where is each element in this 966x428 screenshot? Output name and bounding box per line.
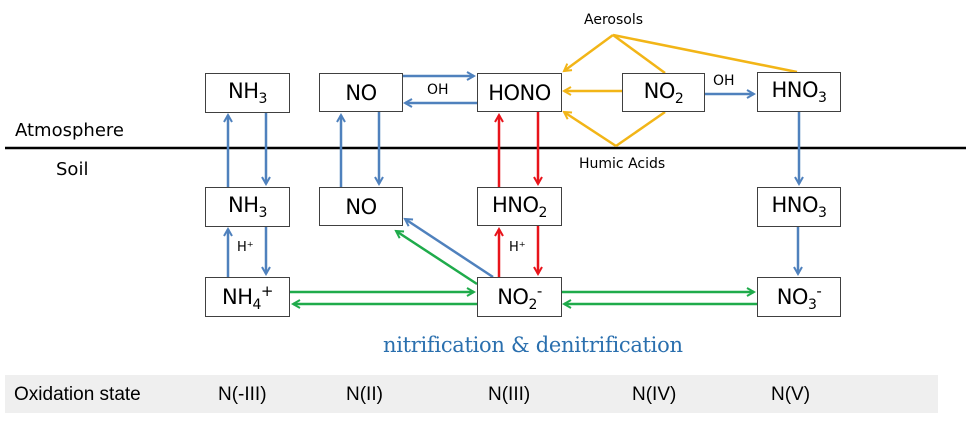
species-formula: NO2-	[497, 281, 542, 313]
species-formula: NH4+	[222, 281, 274, 313]
arrow-humic-to-hono	[564, 112, 617, 148]
species-box-no3-minus: NO3-	[757, 277, 841, 317]
oh-label-no2-hno3: OH	[713, 73, 735, 89]
species-formula: HNO3	[771, 193, 827, 221]
aerosols-label: Aerosols	[584, 12, 644, 28]
oxidation-state-value: N(V)	[771, 384, 811, 405]
oxidation-state-value: N(II)	[346, 384, 383, 405]
oxidation-state-value: N(III)	[488, 384, 531, 405]
species-formula: NO	[345, 80, 377, 105]
species-box-no2-minus: NO2-	[477, 277, 562, 317]
atmosphere-label: Atmosphere	[15, 120, 124, 141]
species-box-atm-nh3: NH3	[205, 73, 290, 113]
oxidation-state-value: N(-III)	[218, 384, 267, 405]
species-box-atm-hono: HONO	[477, 73, 562, 112]
species-formula: NH3	[228, 193, 267, 221]
oxidation-state-title: Oxidation state	[14, 384, 141, 405]
arrow-aerosols-to-hono	[564, 33, 614, 71]
nitrification-caption: nitrification & denitrification	[383, 333, 683, 357]
aerosols-hno3-path	[612, 33, 798, 74]
species-box-soil-hno3: HNO3	[757, 187, 841, 227]
arrow-no2m-to-no-blue	[405, 219, 494, 279]
oxidation-state-bar	[5, 375, 938, 413]
h-plus-label-nh: H⁺	[237, 240, 254, 255]
species-box-atm-no: NO	[319, 73, 403, 112]
species-box-atm-hno3: HNO3	[757, 72, 841, 112]
species-box-nh4-plus: NH4+	[205, 277, 290, 317]
species-formula: HONO	[488, 80, 551, 105]
oxidation-state-value: N(IV)	[632, 384, 677, 405]
humic-no2-path	[615, 110, 666, 148]
species-formula: HNO3	[771, 78, 827, 106]
species-formula: HNO2	[492, 192, 547, 221]
soil-label: Soil	[56, 159, 89, 180]
arrow-no2m-to-no-green	[396, 231, 478, 286]
species-formula: NO2	[643, 78, 684, 107]
species-formula: NO	[345, 194, 377, 219]
species-formula: NH3	[228, 79, 267, 107]
species-box-soil-hno2: HNO2	[477, 187, 562, 226]
species-box-atm-no2: NO2	[622, 73, 705, 112]
aerosols-no2-path	[612, 33, 666, 75]
species-box-soil-no: NO	[319, 187, 403, 226]
humic-acids-label: Humic Acids	[579, 156, 666, 172]
species-formula: NO3-	[776, 281, 822, 313]
oh-label-no-hono: OH	[427, 82, 449, 98]
h-plus-label-hno2: H⁺	[509, 240, 526, 255]
species-box-soil-nh3: NH3	[205, 187, 290, 227]
